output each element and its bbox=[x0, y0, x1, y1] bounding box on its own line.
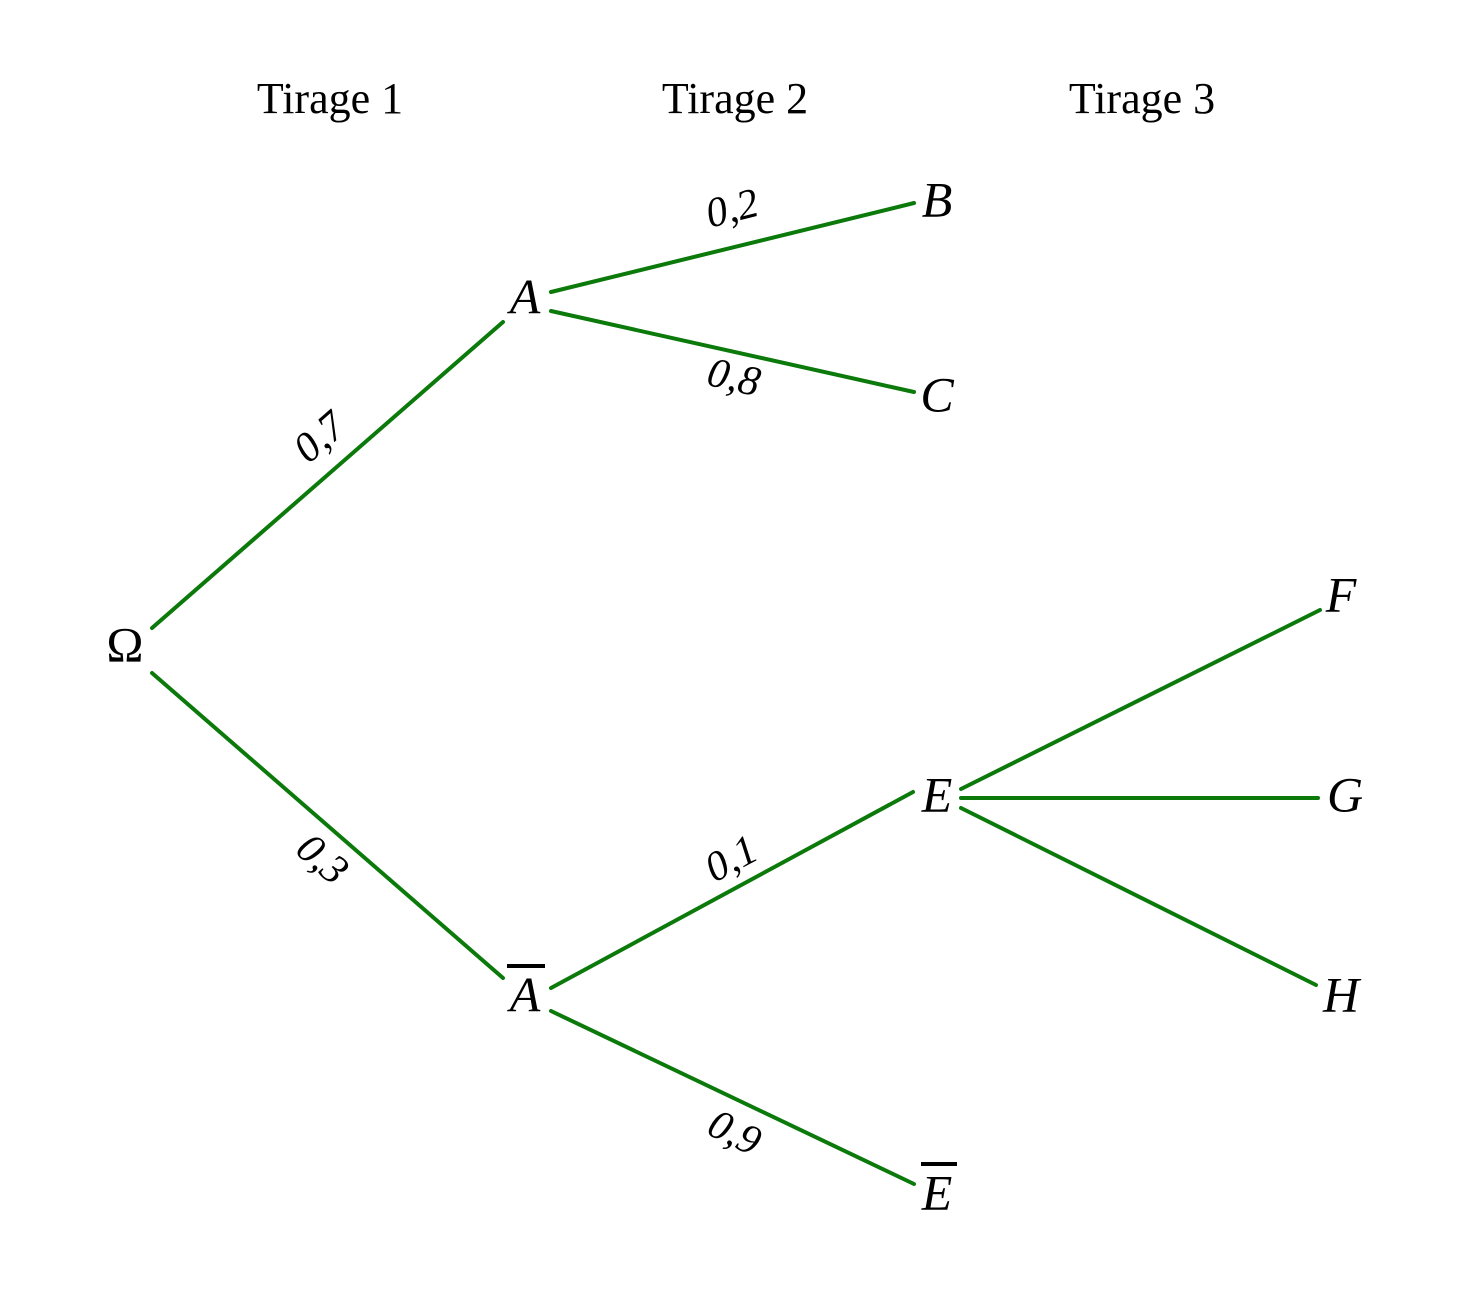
node-C[interactable]: C bbox=[920, 366, 954, 422]
branch-Abar-to-E[interactable] bbox=[549, 790, 915, 990]
branch-E-to-H[interactable] bbox=[959, 806, 1318, 987]
branch-E-to-F[interactable] bbox=[959, 608, 1322, 791]
node-G[interactable]: G bbox=[1327, 766, 1363, 822]
branch-Abar-to-Ebar[interactable] bbox=[549, 1009, 916, 1186]
node-H[interactable]: H bbox=[1322, 966, 1362, 1022]
branch-A-to-C[interactable] bbox=[549, 309, 916, 394]
stage-header-tirage-2: Tirage 2 bbox=[662, 74, 808, 123]
stage-header-tirage-3: Tirage 3 bbox=[1069, 74, 1215, 123]
probability-label-omega-Abar: 0,3 bbox=[287, 825, 357, 894]
nodes-group: Ω A A B C E E F G H bbox=[106, 171, 1363, 1220]
node-F[interactable]: F bbox=[1325, 566, 1357, 622]
branch-omega-to-A[interactable] bbox=[150, 320, 505, 630]
probability-label-A-B: 0,2 bbox=[701, 180, 763, 237]
stage-header-tirage-1: Tirage 1 bbox=[257, 74, 403, 123]
node-omega[interactable]: Ω bbox=[106, 616, 143, 672]
branch-omega-to-Abar[interactable] bbox=[150, 671, 505, 980]
node-E-bar[interactable]: E bbox=[921, 1164, 953, 1220]
node-B[interactable]: B bbox=[922, 171, 953, 227]
branch-A-to-B[interactable] bbox=[549, 201, 916, 294]
branches-group bbox=[150, 201, 1322, 1186]
node-A[interactable]: A bbox=[507, 268, 541, 324]
stage-headers-group: Tirage 1 Tirage 2 Tirage 3 bbox=[257, 74, 1215, 123]
node-E[interactable]: E bbox=[921, 766, 953, 822]
node-A-bar[interactable]: A bbox=[507, 966, 541, 1022]
probability-label-Abar-E: 0,1 bbox=[697, 826, 765, 891]
